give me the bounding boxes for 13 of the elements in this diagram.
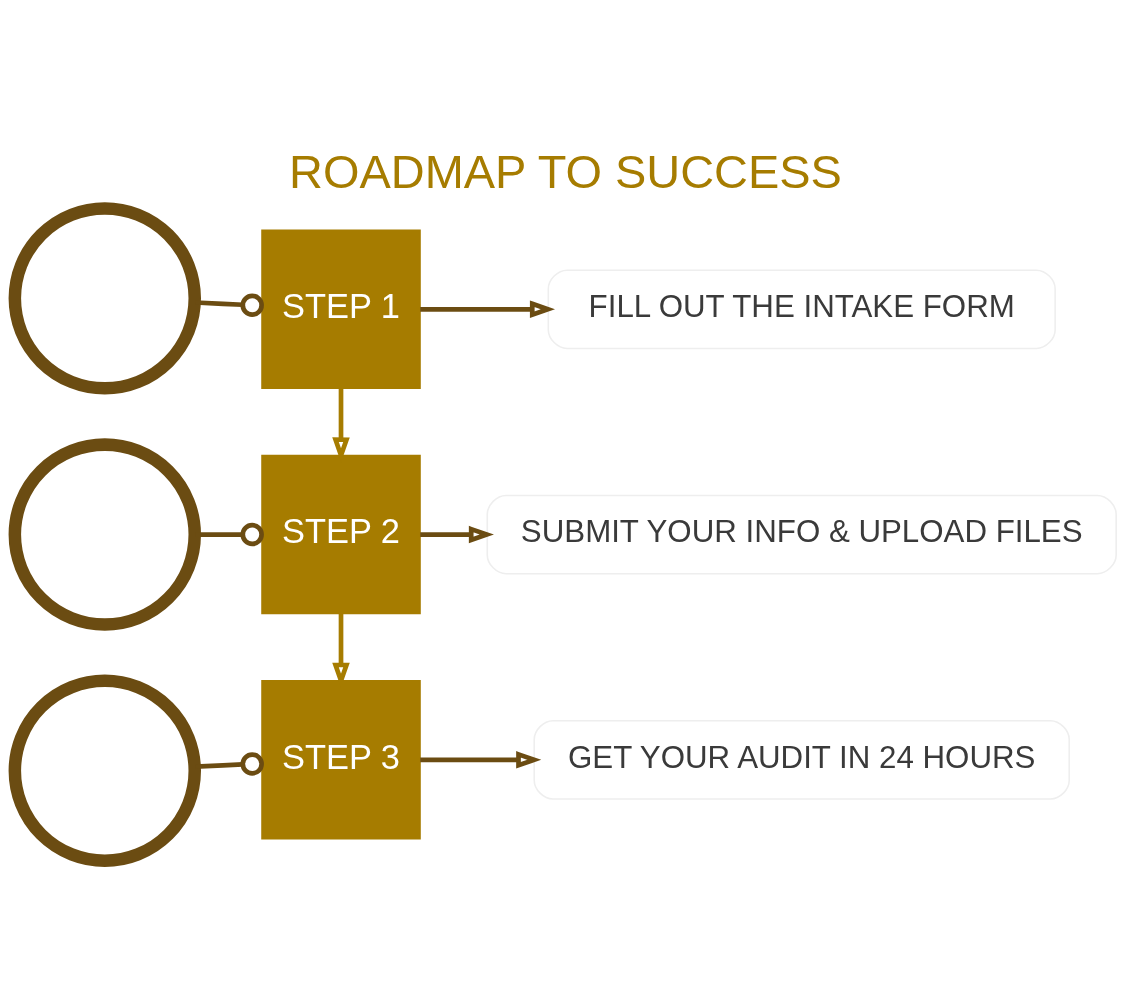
- node-circle: [8, 674, 201, 867]
- node-circle: [8, 202, 201, 395]
- node-box: SUBMIT YOUR INFO & UPLOAD FILES: [486, 494, 1117, 575]
- node-box: STEP 3: [261, 680, 421, 840]
- node-box: STEP 2: [261, 454, 421, 615]
- arrow: [420, 300, 555, 319]
- node-box: STEP 1: [261, 229, 421, 390]
- arrow: [420, 525, 494, 544]
- node-box: GET YOUR AUDIT IN 24 HOURS: [533, 719, 1070, 800]
- node-box: FILL OUT THE INTAKE FORM: [547, 269, 1056, 350]
- arrow: [420, 751, 542, 769]
- node-circle: [8, 438, 201, 631]
- diagram-title: ROADMAP TO SUCCESS: [289, 146, 842, 199]
